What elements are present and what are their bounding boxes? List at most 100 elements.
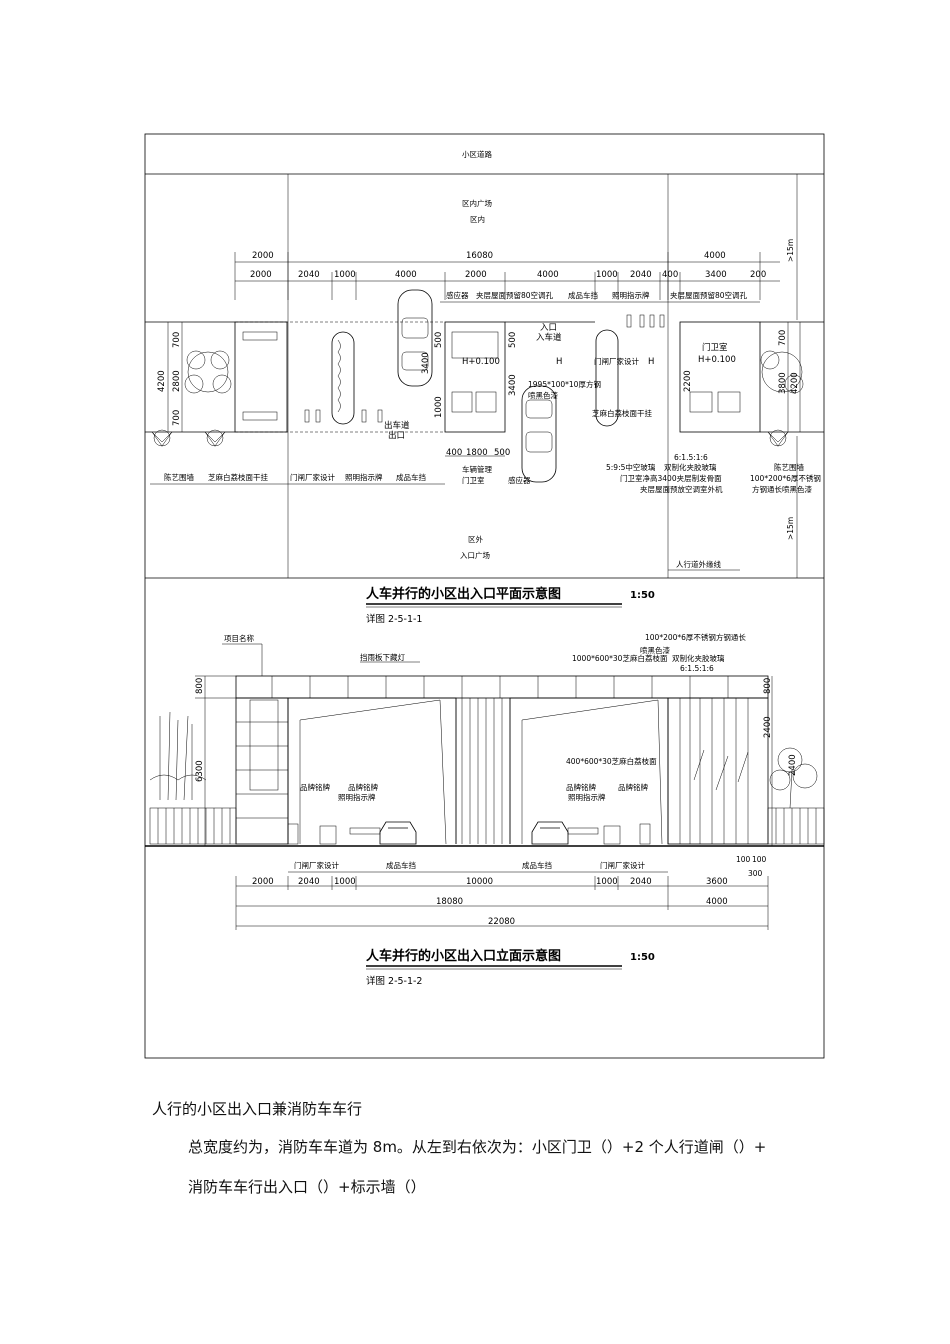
tree-elevation-icon bbox=[149, 711, 818, 809]
svg-text:门闸厂家设计: 门闸厂家设计 bbox=[290, 472, 335, 482]
svg-text:4000: 4000 bbox=[706, 897, 728, 907]
plan-scale: 1:50 bbox=[630, 590, 655, 601]
svg-text:100: 100 bbox=[736, 855, 751, 864]
svg-text:4200: 4200 bbox=[157, 370, 167, 392]
elevation-view: 800 6300 800 2400 2400 项目名称 挡雨板下藏灯 1000*… bbox=[145, 632, 825, 930]
elevation-detail-ref: 详图 2-5-1-2 bbox=[366, 975, 422, 987]
svg-text:100*200*6厚不锈钢: 100*200*6厚不锈钢 bbox=[750, 473, 821, 483]
svg-text:陈艺围墙: 陈艺围墙 bbox=[774, 462, 804, 472]
svg-text:1000: 1000 bbox=[334, 877, 356, 887]
svg-text:夹层屋面预留80空调孔: 夹层屋面预留80空调孔 bbox=[670, 290, 748, 300]
svg-text:1800: 1800 bbox=[466, 448, 488, 458]
svg-text:门卫室: 门卫室 bbox=[702, 342, 728, 353]
svg-text:22080: 22080 bbox=[488, 917, 515, 927]
svg-text:照明指示牌: 照明指示牌 bbox=[338, 792, 376, 802]
svg-text:H+0.100: H+0.100 bbox=[698, 355, 736, 365]
svg-text:16080: 16080 bbox=[466, 251, 493, 261]
svg-text:1000: 1000 bbox=[596, 877, 618, 887]
svg-text:喷黑色漆: 喷黑色漆 bbox=[528, 390, 558, 400]
svg-text:400*600*30芝麻白荔枝面: 400*600*30芝麻白荔枝面 bbox=[566, 756, 657, 766]
svg-text:项目名称: 项目名称 bbox=[224, 633, 254, 643]
sidewalk-line-label: 人行道外缘线 bbox=[676, 559, 721, 569]
svg-text:品牌铭牌: 品牌铭牌 bbox=[618, 782, 648, 792]
svg-text:照明指示牌: 照明指示牌 bbox=[345, 472, 383, 482]
svg-text:4000: 4000 bbox=[704, 251, 726, 261]
svg-text:700: 700 bbox=[172, 410, 182, 426]
plan-view: 小区道路 区内广场 区内 区外 入口广场 人行道外缘线 2000 16080 bbox=[145, 149, 824, 578]
svg-text:6:1.5:1:6: 6:1.5:1:6 bbox=[674, 453, 708, 462]
svg-text:成品车挡: 成品车挡 bbox=[386, 860, 416, 870]
svg-text:4000: 4000 bbox=[395, 270, 417, 280]
section-heading: 人行的小区出入口兼消防车车行 bbox=[152, 1100, 363, 1118]
svg-text:双制化夹胶玻璃: 双制化夹胶玻璃 bbox=[672, 653, 725, 663]
plan-title: 人车并行的小区出入口平面示意图 bbox=[366, 586, 561, 602]
svg-text:成品车挡: 成品车挡 bbox=[396, 472, 426, 482]
drawing-frame bbox=[144, 133, 825, 1059]
inner-label: 区内 bbox=[470, 214, 485, 224]
svg-text:门闸厂家设计: 门闸厂家设计 bbox=[294, 860, 339, 870]
svg-text:2200: 2200 bbox=[683, 370, 693, 392]
svg-text:10000: 10000 bbox=[466, 877, 493, 887]
svg-text:成品车挡: 成品车挡 bbox=[522, 860, 552, 870]
svg-text:400: 400 bbox=[446, 448, 462, 458]
outer-label: 区外 bbox=[468, 534, 483, 544]
svg-text:3600: 3600 bbox=[706, 877, 728, 887]
svg-text:100: 100 bbox=[752, 855, 767, 864]
svg-text:2000: 2000 bbox=[252, 251, 274, 261]
svg-text:夹层屋面预留80空调孔: 夹层屋面预留80空调孔 bbox=[476, 290, 554, 300]
svg-text:双制化夹胶玻璃: 双制化夹胶玻璃 bbox=[664, 462, 717, 472]
svg-text:门闸厂家设计: 门闸厂家设计 bbox=[594, 356, 639, 366]
svg-text:品牌铭牌: 品牌铭牌 bbox=[566, 782, 596, 792]
svg-text:车辆管理: 车辆管理 bbox=[462, 464, 492, 474]
svg-text:800: 800 bbox=[195, 678, 205, 694]
svg-text:门卫室: 门卫室 bbox=[462, 475, 485, 485]
svg-text:喷黑色漆: 喷黑色漆 bbox=[640, 645, 670, 655]
svg-text:照明指示牌: 照明指示牌 bbox=[612, 290, 650, 300]
svg-text:2400: 2400 bbox=[763, 716, 773, 738]
svg-text:700: 700 bbox=[778, 330, 788, 346]
svg-text:5:9:5中空玻璃: 5:9:5中空玻璃 bbox=[606, 462, 656, 472]
elevation-title-block: 人车并行的小区出入口立面示意图 1:50 详图 2-5-1-2 bbox=[366, 948, 655, 987]
svg-text:300: 300 bbox=[748, 869, 763, 878]
svg-text:6300: 6300 bbox=[195, 760, 205, 782]
svg-text:夹层屋面预放空调室外机: 夹层屋面预放空调室外机 bbox=[640, 484, 723, 494]
svg-text:陈艺围墙: 陈艺围墙 bbox=[164, 472, 194, 482]
svg-text:2040: 2040 bbox=[630, 270, 652, 280]
svg-text:400: 400 bbox=[662, 270, 678, 280]
svg-text:门闸厂家设计: 门闸厂家设计 bbox=[600, 860, 645, 870]
svg-text:感应器: 感应器 bbox=[446, 290, 469, 300]
svg-text:2040: 2040 bbox=[630, 877, 652, 887]
svg-text:4000: 4000 bbox=[537, 270, 559, 280]
svg-text:芝麻白荔枝面干挂: 芝麻白荔枝面干挂 bbox=[592, 408, 652, 418]
svg-text:2800: 2800 bbox=[172, 370, 182, 392]
svg-text:2000: 2000 bbox=[465, 270, 487, 280]
svg-text:芝麻白荔枝面干挂: 芝麻白荔枝面干挂 bbox=[208, 472, 268, 482]
car-top-view-1 bbox=[397, 289, 433, 387]
svg-text:2040: 2040 bbox=[298, 877, 320, 887]
svg-text:1000*600*30芝麻白荔枝面: 1000*600*30芝麻白荔枝面 bbox=[572, 653, 668, 663]
entrance-plaza-label: 入口广场 bbox=[460, 550, 490, 560]
car-front-view-1 bbox=[379, 821, 417, 845]
svg-text:3400: 3400 bbox=[705, 270, 727, 280]
car-top-view-2 bbox=[521, 385, 557, 483]
svg-text:500: 500 bbox=[494, 448, 510, 458]
fence-left bbox=[149, 807, 237, 845]
svg-text:品牌铭牌: 品牌铭牌 bbox=[348, 782, 378, 792]
svg-text:18080: 18080 bbox=[436, 897, 463, 907]
svg-text:1995*100*10厚方钢: 1995*100*10厚方钢 bbox=[528, 379, 601, 389]
elevation-scale: 1:50 bbox=[630, 952, 655, 963]
svg-text:2000: 2000 bbox=[250, 270, 272, 280]
paragraph-line-2: 消防车车行出入口（）+标示墙（） bbox=[188, 1178, 426, 1196]
inner-plaza-label: 区内广场 bbox=[462, 198, 492, 208]
svg-text:1000: 1000 bbox=[434, 396, 444, 418]
svg-text:H: H bbox=[556, 357, 562, 367]
svg-text:3400: 3400 bbox=[508, 374, 518, 396]
svg-text:H: H bbox=[648, 357, 654, 367]
svg-text:500: 500 bbox=[434, 332, 444, 348]
paragraph-line-1: 总宽度约为，消防车车道为 8m。从左到右依次为：小区门卫（）+2 个人行道闸（）… bbox=[188, 1138, 767, 1156]
svg-text:挡雨板下藏灯: 挡雨板下藏灯 bbox=[360, 652, 405, 662]
svg-text:照明指示牌: 照明指示牌 bbox=[568, 792, 606, 802]
svg-text:品牌铭牌: 品牌铭牌 bbox=[300, 782, 330, 792]
svg-text:门卫室净高3400夹层制发骨面: 门卫室净高3400夹层制发骨面 bbox=[620, 473, 722, 483]
